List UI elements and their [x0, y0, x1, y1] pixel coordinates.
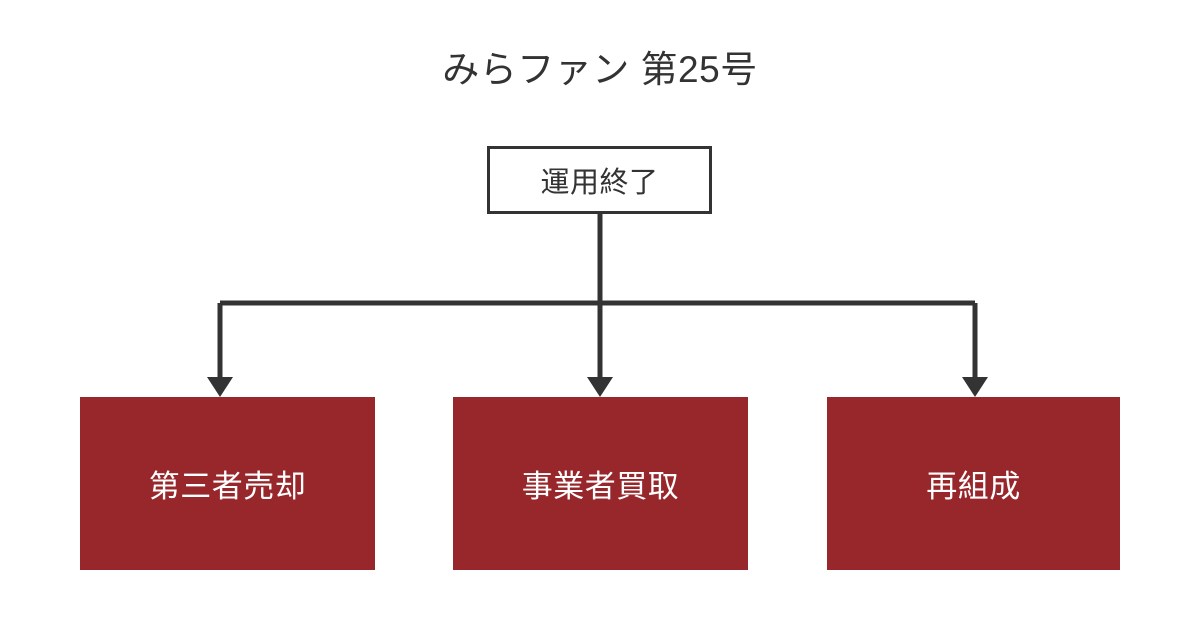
arrowhead-2-icon	[587, 377, 613, 397]
node-root-label: 運用終了	[540, 167, 659, 199]
arrowhead-1-icon	[207, 377, 233, 397]
page-title: みらファン 第25号	[442, 49, 758, 90]
arrowhead-3-icon	[962, 377, 988, 397]
node-root: 運用終了	[487, 146, 712, 214]
node-outcome-label: 再組成	[926, 469, 1021, 504]
node-outcome-restructure: 再組成	[827, 397, 1120, 570]
node-outcome-label: 第三者売却	[148, 469, 307, 504]
node-outcome-third-party-sale: 第三者売却	[80, 397, 375, 570]
node-outcome-label: 事業者買取	[521, 469, 680, 504]
node-outcome-operator-buyback: 事業者買取	[453, 397, 748, 570]
